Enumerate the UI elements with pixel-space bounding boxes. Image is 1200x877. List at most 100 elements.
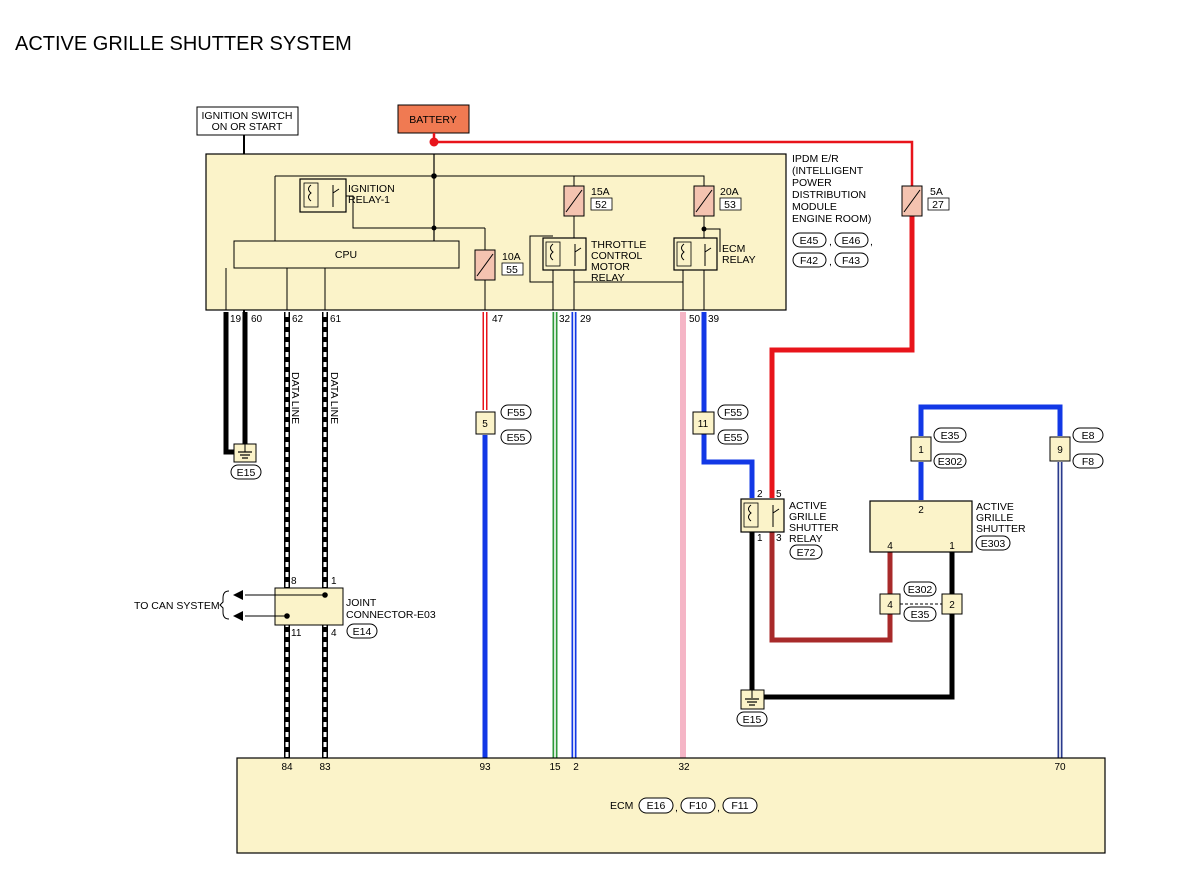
- ecm-relay: ECM RELAY: [673, 237, 756, 271]
- wire-ags-loop-blue: [918, 404, 1063, 436]
- ignition-switch-line1: IGNITION SWITCH: [202, 110, 293, 122]
- fuse-20a-num: 53: [724, 199, 736, 211]
- ags-relay-pin-5: 5: [776, 489, 782, 500]
- ground-e15-right: E15: [736, 689, 768, 727]
- ags-relay-pin-2: 2: [757, 489, 763, 500]
- ignition-relay-1: IGNITION RELAY-1: [299, 178, 395, 213]
- ags-name-3: SHUTTER: [976, 523, 1026, 535]
- ecm-conn-e16: E16: [647, 800, 666, 812]
- ags-relay-name-3: SHUTTER: [789, 522, 839, 534]
- wire-relay3-darkred: [769, 532, 893, 643]
- ipdm-name-1: IPDM E/R: [792, 153, 839, 165]
- ipdm-conn-sep-1: ,: [829, 236, 832, 248]
- inline-9-pin: 9: [1057, 445, 1063, 456]
- ipdm-conn-e46: E46: [842, 235, 861, 247]
- ipdm-pin-60: 60: [251, 314, 263, 325]
- ags-relay-name-1: ACTIVE: [789, 500, 827, 512]
- ecm-relay-label-2: RELAY: [722, 254, 756, 266]
- ipdm-conn-e45: E45: [800, 235, 819, 247]
- fuse-20a: 20A 53: [693, 185, 742, 217]
- joint-pin-8: 8: [291, 576, 297, 587]
- fuse-15a-amp: 15A: [591, 186, 610, 198]
- ipdm-internal: [225, 154, 721, 310]
- ags-relay-pin-1: 1: [757, 533, 763, 544]
- inline-5-code-2: E55: [507, 432, 526, 444]
- ipdm-cpu: CPU: [233, 240, 460, 269]
- ecm-conn-sep-1: ,: [675, 802, 678, 814]
- cpu-label: CPU: [335, 249, 357, 261]
- ecm-pin-84: 84: [281, 762, 293, 773]
- ecm-pin-83: 83: [319, 762, 331, 773]
- fuse-5a-amp: 5A: [930, 186, 943, 198]
- wire-pin19-black: [223, 312, 244, 455]
- ipdm-conn-f43: F43: [842, 255, 860, 267]
- ignition-switch: IGNITION SWITCH ON OR START: [196, 106, 299, 136]
- fuse-5a-num: 27: [932, 199, 944, 211]
- ipdm-pin-29: 29: [580, 314, 592, 325]
- ipdm-name-2: (INTELLIGENT: [792, 165, 864, 177]
- ignition-relay-label-2: RELAY-1: [348, 194, 390, 206]
- ground-e15-right-label: E15: [743, 714, 762, 726]
- data-line-label-1: DATA LINE: [289, 372, 301, 424]
- battery-splice: [429, 137, 439, 147]
- wire-ags-ground-black: [764, 614, 955, 700]
- ipdm-name-3: POWER: [792, 177, 832, 189]
- inline-5-code-1: F55: [507, 407, 525, 419]
- battery-label: BATTERY: [409, 114, 456, 126]
- throttle-relay-label-1: THROTTLE: [591, 239, 646, 251]
- ags-pin-4: 4: [887, 541, 893, 552]
- battery: BATTERY: [397, 104, 470, 134]
- ipdm-name-5: MODULE: [792, 201, 837, 213]
- inline-connector-9: 9 E8 F8: [1049, 427, 1104, 469]
- inline-connector-1: 1 E35 E302: [910, 427, 967, 469]
- ags-relay-code: E72: [797, 547, 816, 559]
- joint-connector-code: E14: [353, 626, 372, 638]
- joint-connector: 8 1 11 4 JOINT CONNECTOR-E03 E14: [245, 576, 436, 639]
- diagram-title: ACTIVE GRILLE SHUTTER SYSTEM: [15, 33, 352, 55]
- ecm-name: ECM: [610, 800, 633, 812]
- wires: [223, 140, 1063, 758]
- data-line-label-2: DATA LINE: [328, 372, 340, 424]
- inline-4-pin: 4: [887, 600, 893, 611]
- ipdm-conn-f42: F42: [800, 255, 818, 267]
- ignition-switch-line2: ON OR START: [212, 121, 283, 133]
- ground-e15-left: E15: [230, 443, 262, 480]
- ipdm-pins: 19 60 62 61 47 32 29 50 39: [230, 314, 720, 325]
- ags-code: E303: [981, 538, 1006, 550]
- ipdm-conn-sep-3: ,: [829, 256, 832, 268]
- joint-connector-name-2: CONNECTOR-E03: [346, 609, 436, 621]
- inline-2-pin: 2: [949, 600, 955, 611]
- ipdm-pin-62: 62: [292, 314, 304, 325]
- ipdm-module: [205, 153, 787, 311]
- ignition-relay-label-1: IGNITION: [348, 183, 395, 195]
- ags-relay-pin-3: 3: [776, 533, 782, 544]
- ags-pin-2: 2: [918, 505, 924, 516]
- ecm-pin-70: 70: [1054, 762, 1066, 773]
- ags-relay-name-4: RELAY: [789, 533, 823, 545]
- inline-5-pin: 5: [482, 419, 488, 430]
- ecm-label: ECM E16 , F10 , F11: [610, 797, 758, 814]
- arrow-left-icon: [233, 590, 243, 600]
- ecm-pin-15: 15: [549, 762, 561, 773]
- throttle-relay-label-3: MOTOR: [591, 261, 630, 273]
- wire-battery-red: [434, 140, 914, 186]
- ipdm-pin-39: 39: [708, 314, 720, 325]
- fuse-5a: 5A 27: [901, 185, 950, 217]
- ipdm-pin-61: 61: [330, 314, 342, 325]
- ecm-conn-sep-2: ,: [717, 802, 720, 814]
- ecm-conn-f11: F11: [731, 800, 748, 812]
- throttle-control-motor-relay: THROTTLE CONTROL MOTOR RELAY: [542, 237, 646, 284]
- inline-1-code-2: E302: [938, 456, 963, 468]
- inline-connector-5: 5 F55 E55: [475, 404, 532, 445]
- ecm-pin-93: 93: [479, 762, 491, 773]
- ipdm-connectors: E45 , E46 , F42 , F43: [792, 232, 873, 268]
- inline-connector-4-2: 4 2 E302 E35: [879, 581, 963, 622]
- throttle-relay-label-2: CONTROL: [591, 250, 642, 262]
- wire-11-to-relay-blue: [701, 434, 755, 498]
- ipdm-name-6: ENGINE ROOM): [792, 213, 871, 225]
- to-can-system: TO CAN SYSTEM: [134, 590, 243, 621]
- ipdm-name: IPDM E/R (INTELLIGENT POWER DISTRIBUTION…: [792, 153, 871, 225]
- fuse-15a: 15A 52: [563, 185, 613, 217]
- fuse-15a-num: 52: [595, 199, 607, 211]
- to-can-system-label: TO CAN SYSTEM: [134, 600, 220, 612]
